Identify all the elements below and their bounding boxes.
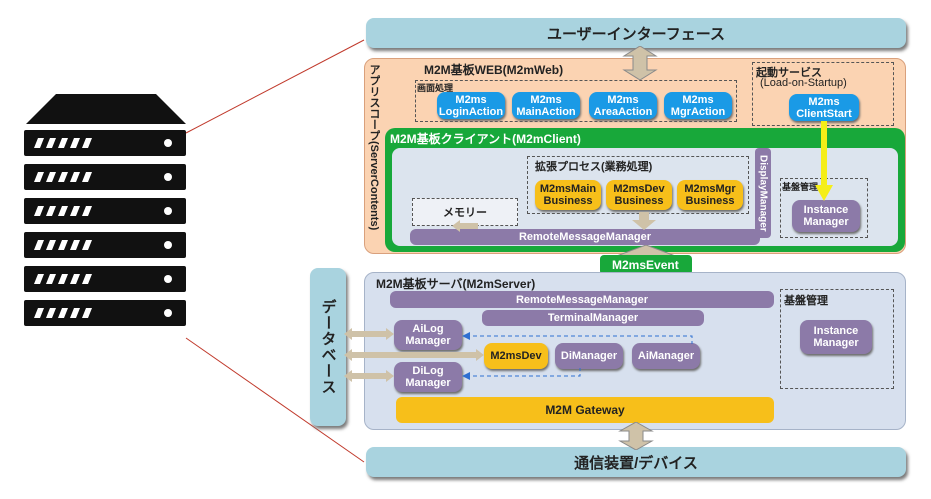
gateway-device-arrow — [618, 422, 654, 450]
business-box — [527, 156, 749, 214]
server-remote-message-manager: RemoteMessageManager — [390, 291, 774, 308]
startup-subtitle: (Load-on-Startup) — [760, 77, 847, 89]
m2m-gateway: M2M Gateway — [396, 397, 774, 423]
memory-box: メモリー — [412, 198, 518, 226]
server-title: M2M基板サーバ(M2mServer) — [376, 277, 536, 291]
client-infra-title: 基盤管理 — [782, 182, 819, 192]
clientstart-arrow — [815, 121, 833, 201]
server-rack-graphic — [24, 94, 186, 326]
server-infra-box — [780, 289, 894, 389]
business-down-arrow — [632, 212, 656, 230]
dimanager-box: DiManager — [555, 343, 623, 369]
m2msdev-box: M2msDev — [484, 343, 548, 369]
app-scope-label: アプリスコープ(ServerContents) — [368, 64, 380, 231]
screen-processing-box — [415, 80, 737, 122]
device-layer: 通信装置/デバイス — [366, 447, 906, 477]
display-manager-bar: DisplayManager — [755, 148, 771, 238]
business-title: 拡張プロセス(業務処理) — [535, 161, 653, 173]
memory-label: メモリー — [443, 207, 487, 219]
server-rack-icon — [22, 94, 190, 342]
server-dashed-connectors — [462, 332, 693, 380]
ui-web-arrow — [622, 46, 658, 80]
event-label-bg — [600, 255, 692, 275]
database-arrows — [344, 328, 484, 382]
startup-title: 起動サービス — [756, 67, 822, 79]
client-remote-message-manager: RemoteMessageManager — [410, 229, 760, 245]
web-title: M2M基板WEB(M2mWeb) — [424, 63, 564, 77]
database-column: データベース — [310, 268, 346, 426]
memory-arrow — [452, 220, 478, 232]
user-interface-layer: ユーザーインターフェース — [366, 18, 906, 48]
client-title: M2M基板クライアント(M2mClient) — [390, 132, 581, 146]
database-label: データベース — [319, 299, 337, 395]
aimanager-box: AiManager — [632, 343, 700, 369]
screen-processing-label: 画面処理 — [417, 83, 454, 93]
event-label: M2msEvent — [612, 258, 679, 272]
server-infra-title: 基盤管理 — [784, 295, 828, 307]
terminal-manager: TerminalManager — [482, 310, 704, 326]
